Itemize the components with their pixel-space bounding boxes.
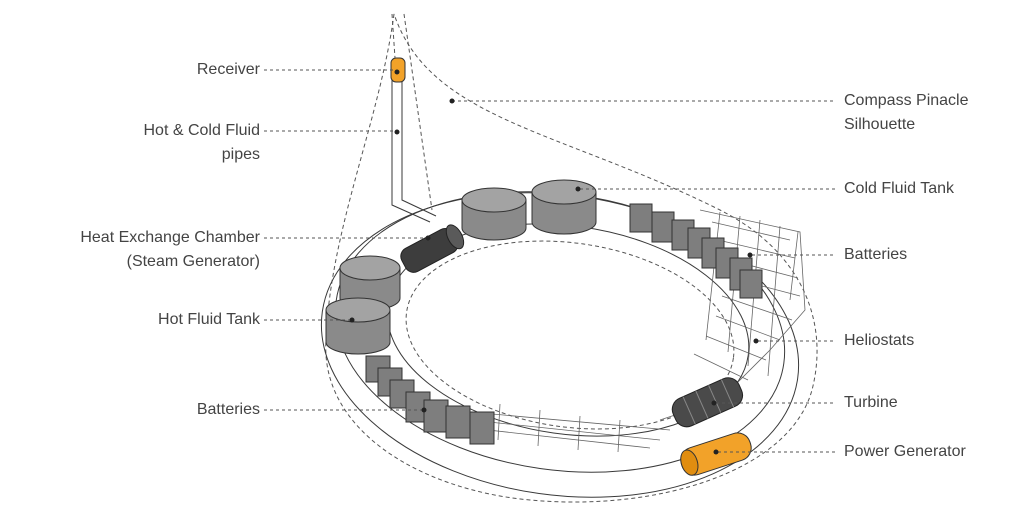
turbine — [671, 377, 744, 428]
receiver-tower — [390, 13, 437, 223]
label-heat-exchange-line2: (Steam Generator) — [126, 253, 260, 270]
label-silhouette-line2: Silhouette — [844, 116, 916, 133]
label-pipes-line2: pipes — [221, 146, 260, 163]
hot-fluid-tanks — [325, 255, 401, 355]
label-power-generator: Power Generator — [844, 443, 966, 460]
label-pipes: Hot & Cold Fluid pipes — [144, 119, 261, 167]
batteries-left — [365, 355, 495, 445]
compass-pinacle-silhouette — [325, 13, 818, 503]
batteries-right — [629, 203, 763, 299]
label-silhouette: Compass Pinacle Silhouette — [844, 89, 969, 137]
label-heat-exchange-line1: Heat Exchange Chamber — [80, 229, 260, 246]
heat-exchange-chamber — [400, 224, 465, 273]
label-hot-tank: Hot Fluid Tank — [158, 311, 260, 328]
label-receiver: Receiver — [196, 61, 260, 78]
label-silhouette-line1: Compass Pinacle — [844, 92, 969, 109]
label-batteries-left: Batteries — [196, 401, 260, 418]
label-batteries-right: Batteries — [844, 246, 908, 263]
label-heliostats: Heliostats — [844, 332, 915, 349]
label-heat-exchange: Heat Exchange Chamber (Steam Generator) — [80, 226, 260, 274]
label-cold-tank: Cold Fluid Tank — [844, 180, 954, 197]
label-pipes-line1: Hot & Cold Fluid — [143, 122, 261, 139]
label-turbine: Turbine — [844, 394, 898, 411]
heliostats — [469, 209, 806, 453]
cold-fluid-tanks — [461, 179, 597, 241]
leader-lines — [264, 69, 836, 455]
